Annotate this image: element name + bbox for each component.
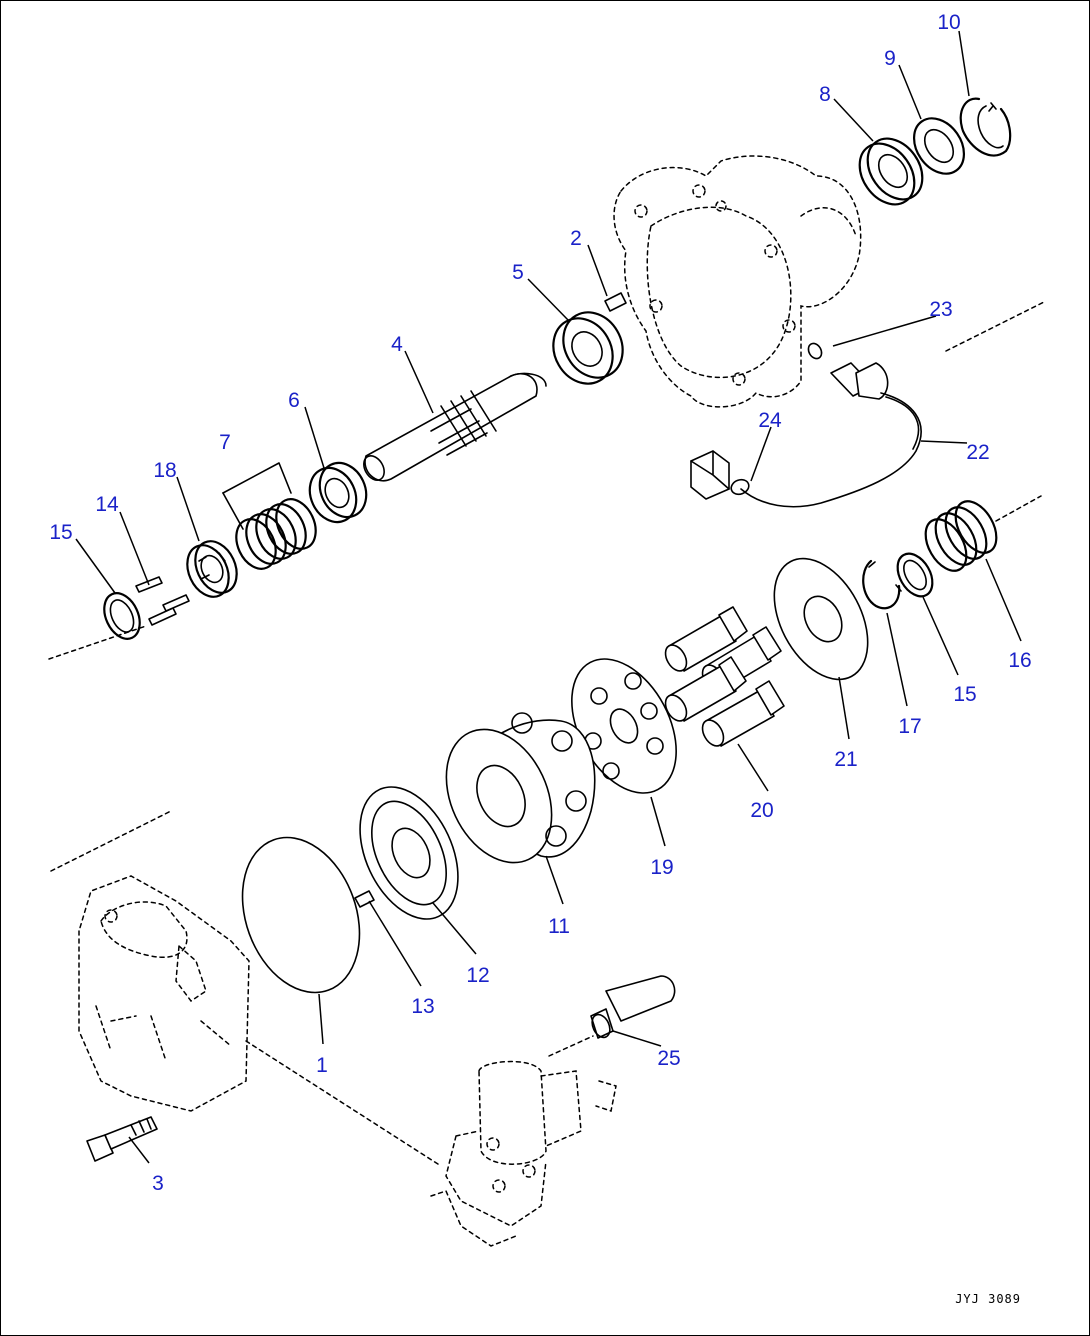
part-pin-13 bbox=[354, 890, 375, 908]
part-shaft-4 bbox=[363, 372, 547, 482]
part-valve-plate-12 bbox=[359, 786, 459, 920]
callout-20-18: 20 bbox=[750, 799, 773, 822]
part-ring-15-left bbox=[103, 592, 141, 640]
callout-8-2: 8 bbox=[819, 83, 831, 106]
part-oil-seal-8 bbox=[858, 137, 924, 206]
part-pin-2 bbox=[604, 292, 627, 312]
callout-5-4: 5 bbox=[512, 261, 524, 284]
callout-7-10: 7 bbox=[219, 431, 231, 454]
callout-2-3: 2 bbox=[570, 227, 582, 250]
part-cylinder-block-11 bbox=[445, 712, 596, 864]
callout-22-9: 22 bbox=[966, 441, 989, 464]
part-sensor-22 bbox=[690, 362, 922, 508]
part-snap-ring-17 bbox=[862, 559, 902, 610]
part-sensor-25 bbox=[548, 975, 676, 1057]
solenoid-valve-phantom bbox=[430, 1060, 617, 1247]
part-bolt-3 bbox=[86, 1116, 158, 1162]
callout-6-7: 6 bbox=[288, 389, 300, 412]
drawing-code: JYJ 3089 bbox=[955, 1292, 1021, 1306]
callout-16-14: 16 bbox=[1008, 649, 1031, 672]
callout-4-6: 4 bbox=[391, 333, 403, 356]
callout-18-11: 18 bbox=[153, 459, 176, 482]
callout-12-21: 12 bbox=[466, 964, 489, 987]
callout-19-19: 19 bbox=[650, 856, 673, 879]
callout-13-22: 13 bbox=[411, 995, 434, 1018]
part-bearing-5 bbox=[552, 311, 624, 385]
part-pistons-20 bbox=[664, 606, 785, 747]
part-pins-14 bbox=[135, 576, 190, 626]
callout-15-13: 15 bbox=[49, 521, 72, 544]
callout-10-0: 10 bbox=[937, 11, 960, 34]
callout-14-12: 14 bbox=[95, 493, 119, 516]
callout-labels: 1098252346242271814151615172120191112132… bbox=[49, 11, 1031, 1195]
valve-body-phantom bbox=[78, 875, 250, 1112]
part-spring-16 bbox=[924, 500, 998, 572]
callout-21-17: 21 bbox=[834, 748, 857, 771]
leader-lines bbox=[75, 30, 1022, 1164]
part-o-ring-23 bbox=[807, 342, 823, 360]
part-o-ring-1 bbox=[241, 836, 361, 994]
housing-phantom bbox=[613, 155, 862, 408]
part-ring-15-right bbox=[896, 552, 934, 598]
part-clamp-24 bbox=[730, 478, 750, 496]
callout-24-8: 24 bbox=[758, 409, 782, 432]
callout-25-23: 25 bbox=[657, 1047, 680, 1070]
part-washer-9 bbox=[912, 117, 966, 175]
callout-23-5: 23 bbox=[929, 298, 952, 321]
part-snap-ring-10 bbox=[959, 97, 1012, 157]
callout-15-15: 15 bbox=[953, 683, 976, 706]
part-plate-21 bbox=[773, 557, 869, 681]
callout-1-24: 1 bbox=[316, 1054, 328, 1077]
callout-9-1: 9 bbox=[884, 47, 896, 70]
callout-11-20: 11 bbox=[548, 915, 570, 938]
callout-17-16: 17 bbox=[898, 715, 921, 738]
part-retainer-18 bbox=[186, 540, 238, 598]
callout-3-25: 3 bbox=[152, 1172, 164, 1195]
part-springs-7 bbox=[222, 462, 317, 570]
part-plate-19 bbox=[571, 658, 677, 794]
part-bearing-6 bbox=[308, 461, 368, 524]
